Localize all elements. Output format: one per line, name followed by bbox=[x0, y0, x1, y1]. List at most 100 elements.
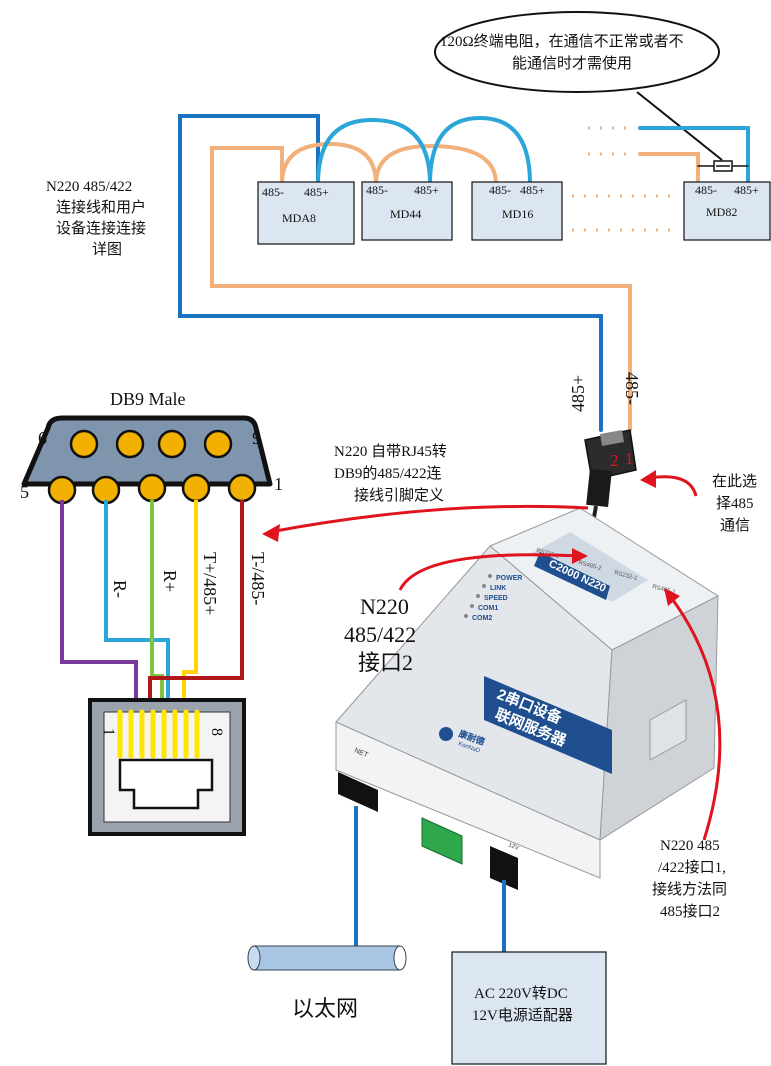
port1-note: N220 485 /422接口1, 接线方法同 485接口2 bbox=[652, 838, 727, 920]
connector-num-2: 2 bbox=[610, 451, 619, 470]
md82-name: MD82 bbox=[706, 205, 737, 219]
bus-minus-label: 485- bbox=[622, 372, 642, 405]
db9-connector: DB9 Male 6 9 5 1 bbox=[20, 389, 283, 505]
net-port-icon bbox=[338, 772, 378, 812]
wiring-note-line2: 连接线和用户 bbox=[56, 199, 146, 216]
terminator-note-line2: 能通信时才需使用 bbox=[512, 55, 632, 72]
mda8-minus-label: 485- bbox=[262, 185, 284, 199]
arrow-port2 bbox=[398, 553, 581, 591]
power-port-label: 12V bbox=[507, 842, 519, 852]
arrow-port1 bbox=[668, 595, 722, 841]
device-mda8: 485- 485+ MDA8 bbox=[257, 181, 355, 245]
bus-plus-trunk bbox=[178, 114, 603, 432]
wiring-note-line4: 详图 bbox=[92, 241, 122, 258]
port1-note-line2: /422接口1, bbox=[658, 859, 726, 876]
md82-minus-wire bbox=[638, 152, 700, 186]
md16-minus-label: 485- bbox=[489, 183, 511, 197]
db9-shell bbox=[21, 415, 273, 487]
port2-note-line3: 接口2 bbox=[358, 650, 413, 675]
led-com1-icon bbox=[470, 604, 474, 608]
led-label-link: LINK bbox=[490, 585, 506, 592]
adapter-line2: 12V电源适配器 bbox=[472, 1007, 573, 1024]
db9-pin bbox=[181, 473, 211, 503]
led-label-speed: SPEED bbox=[484, 595, 508, 602]
wiring-note-line3: 设备连接连接 bbox=[56, 220, 146, 237]
select-note-line1: 在此选 bbox=[712, 473, 757, 490]
md82-minus-label: 485- bbox=[695, 183, 717, 197]
db9-pin bbox=[115, 429, 145, 459]
brand-logo-icon bbox=[439, 727, 453, 741]
wire-label-r-plus: R+ bbox=[160, 570, 180, 592]
db9-pin1-label: 1 bbox=[274, 474, 283, 494]
select-note-line3: 通信 bbox=[720, 517, 750, 534]
md16-plus-label: 485+ bbox=[520, 183, 545, 197]
continuation-dots bbox=[572, 126, 670, 232]
db9-rj45-wires bbox=[60, 500, 244, 712]
db9-pin bbox=[137, 473, 167, 503]
ethernet-label: 以太网 bbox=[292, 996, 358, 1021]
led-link-icon bbox=[482, 584, 486, 588]
wire-label-t-plus: T+/485+ bbox=[200, 552, 220, 615]
md44-plus-label: 485+ bbox=[414, 183, 439, 197]
cyan-loop-1 bbox=[316, 117, 432, 186]
rj45-jack: 1 8 bbox=[88, 698, 246, 836]
led-com2-icon bbox=[464, 614, 468, 618]
db9-pin6-label: 6 bbox=[38, 428, 47, 448]
ethernet-pipe bbox=[247, 945, 407, 971]
port2-note: N220 485/422 接口2 bbox=[344, 594, 416, 675]
connector-num-1: 1 bbox=[625, 449, 634, 468]
rj45-pin1-label: 1 bbox=[100, 728, 117, 736]
orange-loop-2 bbox=[374, 143, 498, 186]
led-label-power: POWER bbox=[496, 575, 522, 582]
rj45-pin8-label: 8 bbox=[208, 728, 225, 736]
wiring-note-line1: N220 485/422 bbox=[46, 179, 132, 195]
connector-note-line1: N220 自带RJ45转 bbox=[334, 443, 447, 460]
dc-jack-icon bbox=[490, 846, 518, 890]
db9-pin bbox=[47, 475, 77, 505]
led-power-icon bbox=[488, 574, 492, 578]
terminal-block-icon bbox=[421, 817, 463, 865]
bus-plus-label: 485+ bbox=[568, 375, 588, 412]
db9-plug: 2 1 bbox=[584, 429, 637, 541]
led-panel: POWER LINK SPEED COM1 COM2 bbox=[464, 574, 522, 622]
arrow-select bbox=[649, 475, 698, 497]
db9-pin9-label: 9 bbox=[252, 428, 261, 448]
wire-dark-red bbox=[148, 500, 244, 712]
db9-pin bbox=[203, 429, 233, 459]
wire-label-t-minus: T-/485- bbox=[248, 552, 268, 605]
orange-loop-1 bbox=[280, 141, 378, 186]
power-adapter: AC 220V转DC 12V电源适配器 bbox=[451, 951, 607, 1065]
wire-green bbox=[150, 500, 164, 712]
mda8-name: MDA8 bbox=[282, 211, 316, 225]
arrowhead-icon bbox=[262, 524, 280, 542]
db9-pin bbox=[157, 429, 187, 459]
wiring-note: N220 485/422 连接线和用户 设备连接连接 详图 bbox=[46, 179, 146, 258]
db9-pin5-label: 5 bbox=[20, 482, 29, 502]
bus-minus-trunk bbox=[210, 146, 632, 432]
port1-note-line4: 485接口2 bbox=[660, 903, 720, 920]
rj45-contacts bbox=[117, 709, 200, 759]
mda8-plus-label: 485+ bbox=[304, 185, 329, 199]
bus-wires bbox=[178, 114, 750, 432]
db9-pin bbox=[69, 429, 99, 459]
db9-pin bbox=[227, 473, 257, 503]
led-speed-icon bbox=[476, 594, 480, 598]
wire-label-r-minus: R- bbox=[110, 580, 130, 598]
md82-plus-label: 485+ bbox=[734, 183, 759, 197]
red-arrows bbox=[269, 475, 722, 841]
db9-title: DB9 Male bbox=[110, 389, 186, 409]
md44-minus-label: 485- bbox=[366, 183, 388, 197]
port1-note-line1: N220 485 bbox=[660, 838, 720, 854]
select-note-line2: 择485 bbox=[716, 495, 754, 512]
wire-yellow bbox=[182, 500, 198, 712]
arrowhead-icon bbox=[640, 470, 656, 488]
port2-note-line1: N220 bbox=[360, 594, 409, 619]
arrowhead-icon bbox=[664, 588, 680, 606]
terminator-callout: 120Ω终端电阻，在通信不正常或者不 能通信时才需使用 bbox=[434, 11, 723, 161]
adapter-line1: AC 220V转DC bbox=[474, 985, 568, 1002]
led-label-com1: COM1 bbox=[478, 605, 498, 612]
db9-pin bbox=[91, 475, 121, 505]
arrow-to-db9 bbox=[269, 504, 589, 534]
connector-note: N220 自带RJ45转 DB9的485/422连 接线引脚定义 bbox=[334, 443, 447, 504]
